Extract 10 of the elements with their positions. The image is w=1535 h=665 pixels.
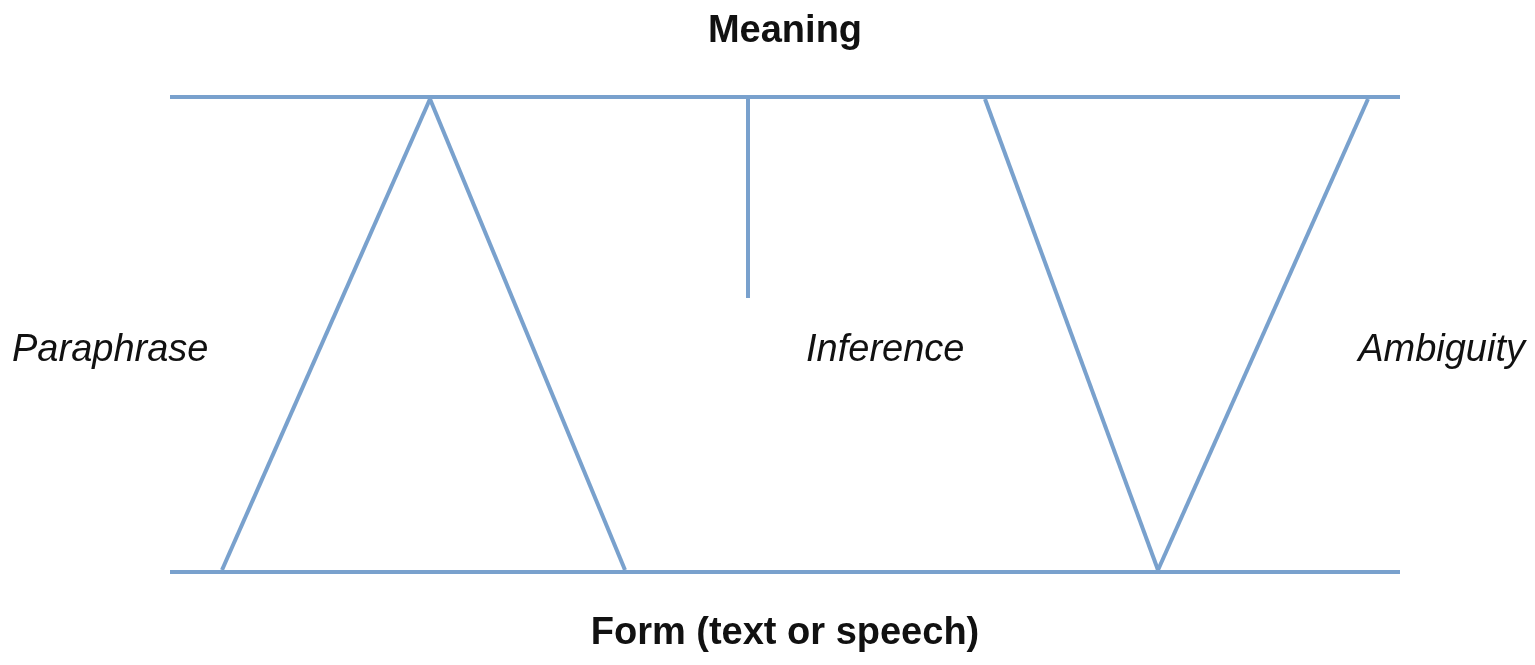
relation-label: Inference (806, 327, 965, 370)
relation-label: Paraphrase (12, 327, 209, 370)
connector-line (746, 99, 750, 298)
relation-label: Ambiguity (1358, 327, 1525, 370)
connector-line (220, 98, 432, 571)
level-label: Form (text or speech) (590, 610, 980, 653)
connector-line (983, 98, 1160, 571)
level-label: Meaning (707, 8, 863, 51)
connector-line (428, 98, 627, 571)
connector-line (1156, 98, 1370, 571)
